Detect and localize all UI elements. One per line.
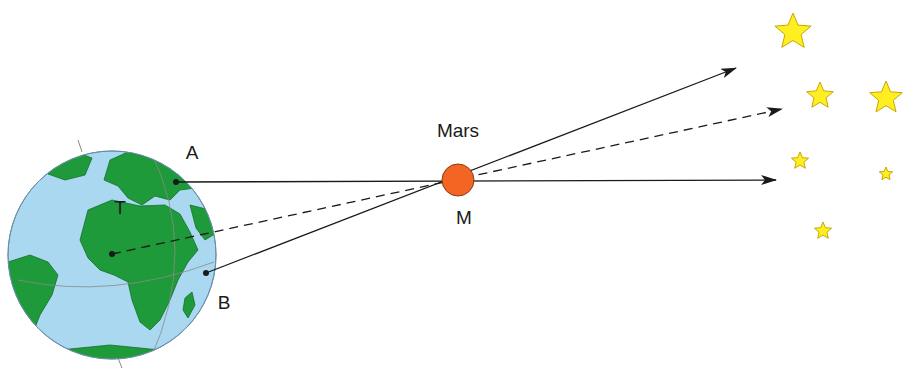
point-label: A xyxy=(186,143,199,162)
point-a xyxy=(173,179,179,185)
star xyxy=(814,222,831,238)
sight-line-t xyxy=(112,109,782,254)
earth-globe xyxy=(8,140,218,370)
star xyxy=(879,167,892,180)
sight-line-a xyxy=(176,180,776,182)
star xyxy=(807,82,834,107)
point-t xyxy=(109,251,115,257)
mars-planet xyxy=(442,164,474,196)
background-stars xyxy=(775,13,902,238)
point-label: B xyxy=(218,293,231,312)
point-label: T xyxy=(114,198,126,217)
sight-line-b xyxy=(206,68,736,273)
point-b xyxy=(203,270,209,276)
star xyxy=(791,152,808,168)
planet-name: Mars xyxy=(437,121,479,140)
star xyxy=(870,81,902,112)
point-label: M xyxy=(456,208,472,227)
star xyxy=(775,13,811,47)
